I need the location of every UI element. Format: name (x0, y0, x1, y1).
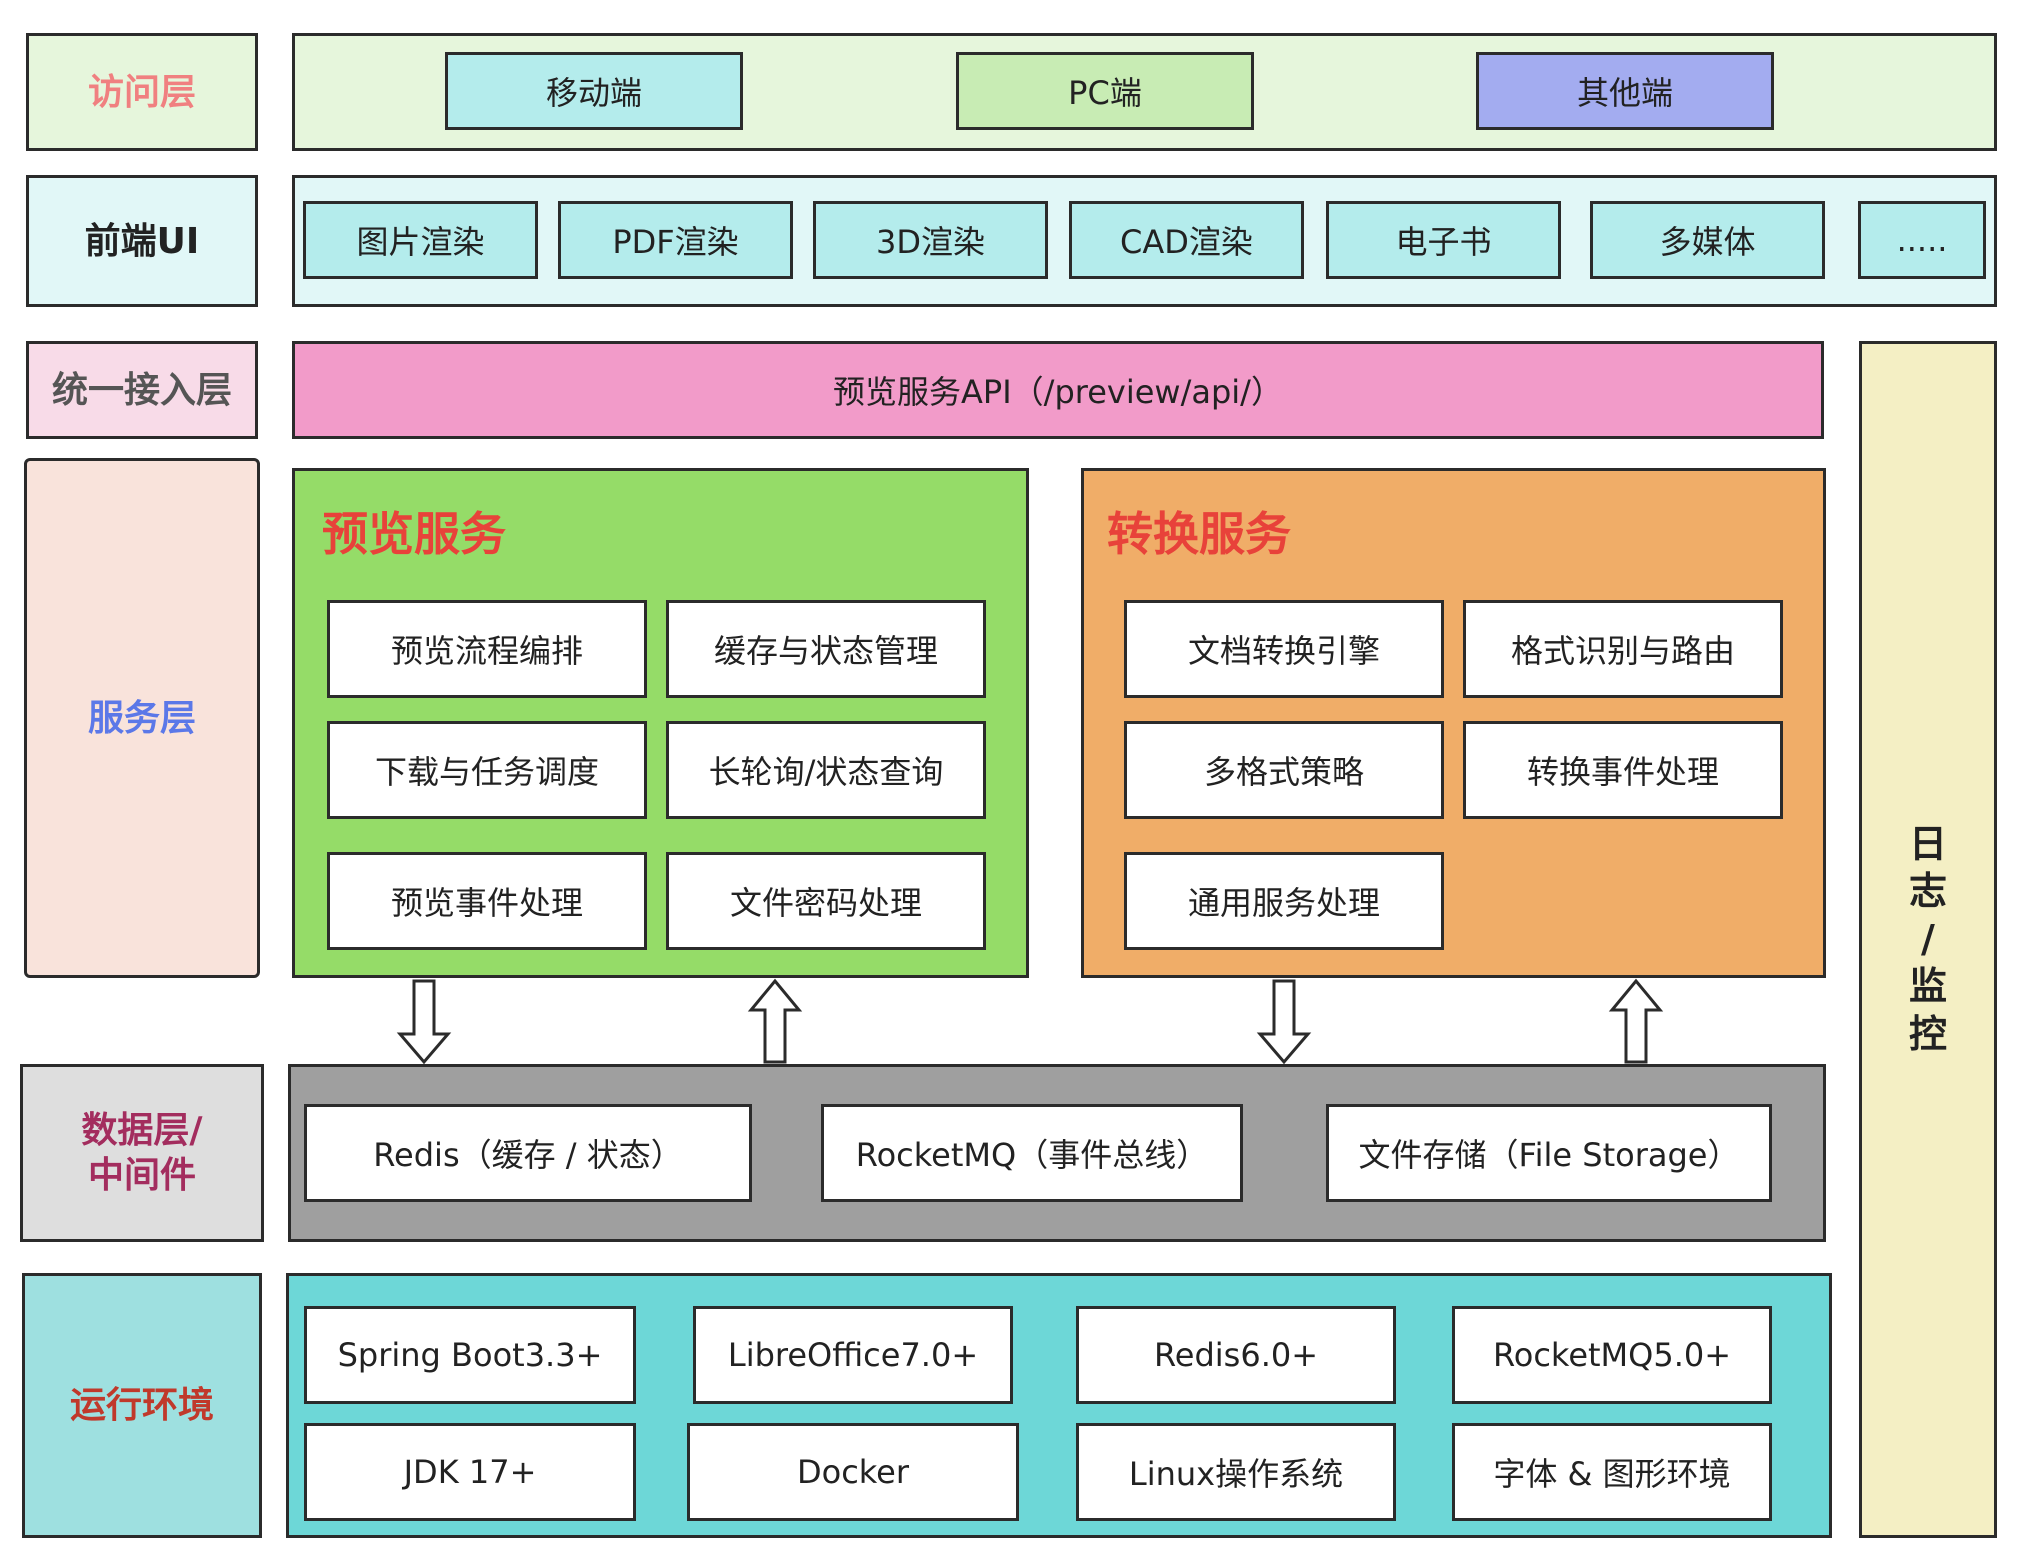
frontend-layer-label: 前端UI (26, 175, 258, 307)
monitor-char-3: / (1921, 916, 1935, 961)
monitor-char-2: 志 (1908, 869, 1947, 914)
format-detection-routing[interactable]: 格式识别与路由 (1463, 600, 1783, 698)
monitor-char-1: 日 (1908, 821, 1947, 866)
monitor-char-4: 监 (1908, 964, 1947, 1009)
runtime-spring-boot[interactable]: Spring Boot3.3+ (304, 1306, 636, 1404)
file-password-handling[interactable]: 文件密码处理 (666, 852, 986, 950)
render-image[interactable]: 图片渲染 (303, 201, 538, 279)
preview-api-bar[interactable]: 预览服务API（/preview/api/） (292, 341, 1824, 439)
monitor-char-5: 控 (1908, 1011, 1947, 1056)
runtime-docker[interactable]: Docker (687, 1423, 1019, 1521)
render-more[interactable]: ..... (1858, 201, 1986, 279)
multi-format-strategy[interactable]: 多格式策略 (1124, 721, 1444, 819)
data-layer-label-line1: 数据层/ (81, 1110, 203, 1151)
service-layer-label: 服务层 (24, 458, 260, 978)
runtime-linux[interactable]: Linux操作系统 (1076, 1423, 1396, 1521)
client-other[interactable]: 其他端 (1476, 52, 1774, 130)
convert-event-handling[interactable]: 转换事件处理 (1463, 721, 1783, 819)
preview-service-title: 预览服务 (322, 507, 506, 561)
data-layer-label-line2: 中间件 (87, 1155, 196, 1196)
log-monitor-panel: 日 志 / 监 控 (1859, 341, 1997, 1538)
runtime-libreoffice[interactable]: LibreOffice7.0+ (693, 1306, 1013, 1404)
render-3d[interactable]: 3D渲染 (813, 201, 1048, 279)
arrow-up-convert (1608, 978, 1664, 1064)
preview-event-handling[interactable]: 预览事件处理 (327, 852, 647, 950)
cache-state-management[interactable]: 缓存与状态管理 (666, 600, 986, 698)
data-layer-label: 数据层/ 中间件 (20, 1064, 264, 1242)
gateway-layer-label: 统一接入层 (26, 341, 258, 439)
file-storage[interactable]: 文件存储（File Storage） (1326, 1104, 1772, 1202)
redis-cache-state[interactable]: Redis（缓存 / 状态） (304, 1104, 752, 1202)
runtime-fonts-graphics[interactable]: 字体 & 图形环境 (1452, 1423, 1772, 1521)
arrow-up-preview (747, 978, 803, 1064)
arrow-down-convert (1256, 979, 1312, 1065)
runtime-redis[interactable]: Redis6.0+ (1076, 1306, 1396, 1404)
preview-flow-orchestration[interactable]: 预览流程编排 (327, 600, 647, 698)
runtime-layer-label: 运行环境 (22, 1273, 262, 1538)
render-ebook[interactable]: 电子书 (1326, 201, 1561, 279)
access-layer-label: 访问层 (26, 33, 258, 151)
render-pdf[interactable]: PDF渲染 (558, 201, 793, 279)
runtime-rocketmq[interactable]: RocketMQ5.0+ (1452, 1306, 1772, 1404)
long-polling-status-query[interactable]: 长轮询/状态查询 (666, 721, 986, 819)
render-cad[interactable]: CAD渲染 (1069, 201, 1304, 279)
runtime-jdk[interactable]: JDK 17+ (304, 1423, 636, 1521)
client-pc[interactable]: PC端 (956, 52, 1254, 130)
common-service-handling[interactable]: 通用服务处理 (1124, 852, 1444, 950)
rocketmq-event-bus[interactable]: RocketMQ（事件总线） (821, 1104, 1243, 1202)
doc-conversion-engine[interactable]: 文档转换引擎 (1124, 600, 1444, 698)
client-mobile[interactable]: 移动端 (445, 52, 743, 130)
render-multimedia[interactable]: 多媒体 (1590, 201, 1825, 279)
download-task-scheduling[interactable]: 下载与任务调度 (327, 721, 647, 819)
convert-service-title: 转换服务 (1107, 507, 1291, 561)
arrow-down-preview (396, 979, 452, 1065)
